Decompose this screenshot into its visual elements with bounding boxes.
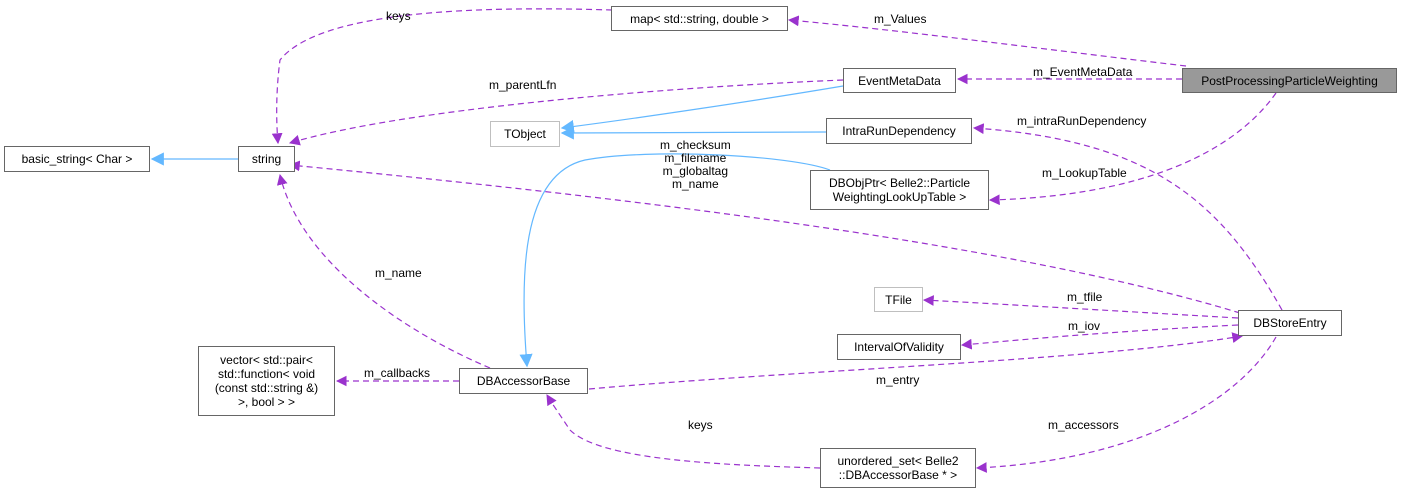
label-m-name: m_name [375, 266, 422, 280]
edge-intrarun-to-tobject [560, 126, 827, 140]
node-string[interactable]: string [238, 146, 295, 172]
label-m-lookuptable: m_LookupTable [1042, 166, 1127, 180]
label-keys-top: keys [386, 9, 411, 23]
edge-dbstore-to-intrarun [972, 123, 1283, 311]
label-m-eventmetadata: m_EventMetaData [1033, 65, 1133, 79]
node-dbstore-entry[interactable]: DBStoreEntry [1238, 310, 1342, 336]
edge-dbstore-to-tfile [922, 295, 1239, 319]
edge-post-to-map [787, 15, 1187, 67]
edge-unordered-keys-to-dbaccessor [546, 394, 821, 469]
label-m-parentlfn: m_parentLfn [489, 78, 557, 92]
edge-map-keys-to-string [271, 8, 613, 145]
label-m-entry: m_entry [876, 373, 920, 387]
edge-dbstore-to-string [288, 160, 1241, 314]
label-m-accessors: m_accessors [1048, 418, 1119, 432]
label-keys-bottom: keys [688, 418, 713, 432]
edge-dbaccessor-to-dbstore [588, 332, 1244, 390]
node-tfile[interactable]: TFile [874, 287, 923, 312]
node-dbobjptr[interactable]: DBObjPtr< Belle2::Particle WeightingLook… [810, 170, 989, 210]
edge-dbobjptr-to-dbaccessor [519, 153, 831, 368]
label-m-iov: m_iov [1068, 319, 1101, 333]
edge-eventmeta-to-tobject [560, 85, 844, 134]
label-m-intrarundependency: m_intraRunDependency [1017, 114, 1147, 128]
node-interval-of-validity[interactable]: IntervalOfValidity [837, 334, 961, 360]
node-vector-callbacks[interactable]: vector< std::pair< std::function< void (… [198, 346, 335, 416]
edge-dbstore-to-unordered [975, 336, 1277, 473]
edge-post-to-dbobjptr [988, 92, 1277, 206]
node-map-values[interactable]: map< std::string, double > [611, 6, 788, 31]
node-basic-string[interactable]: basic_string< Char > [4, 146, 150, 172]
label-m-checksum-group: m_checksum m_filename m_globaltag m_name [660, 138, 731, 191]
node-tobject[interactable]: TObject [490, 121, 560, 147]
node-event-meta-data[interactable]: EventMetaData [843, 68, 956, 93]
edge-dbaccessor-to-string [276, 173, 491, 369]
node-post-processing-particle-weighting[interactable]: PostProcessingParticleWeighting [1182, 68, 1397, 93]
edge-dbstore-to-interval [960, 324, 1239, 350]
node-unordered-set[interactable]: unordered_set< Belle2 ::DBAccessorBase *… [820, 448, 976, 488]
label-m-tfile: m_tfile [1067, 290, 1103, 304]
label-m-callbacks: m_callbacks [364, 366, 431, 380]
node-dbaccessor-base[interactable]: DBAccessorBase [459, 368, 588, 394]
edge-eventmeta-to-string [288, 79, 844, 146]
label-m-values: m_Values [874, 12, 927, 26]
node-intra-run-dependency[interactable]: IntraRunDependency [826, 118, 972, 144]
